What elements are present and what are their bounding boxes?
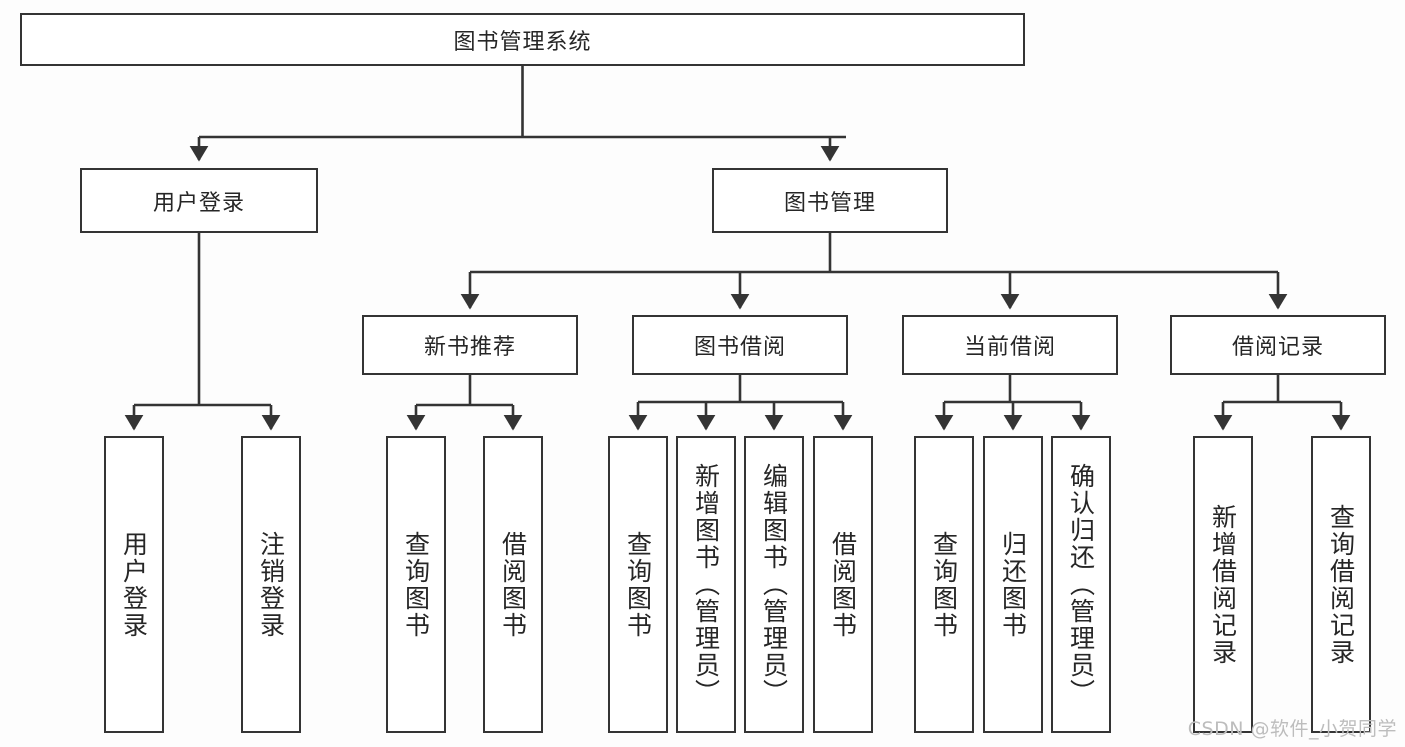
node-leaf-add-book[interactable]: 新增图书（管理员） [676,436,736,733]
node-leaf-edit-book[interactable]: 编辑图书（管理员） [744,436,804,733]
node-leaf-borrow-book-2-label: 借阅图书 [828,530,858,639]
node-leaf-user-login-label: 用户登录 [119,530,149,639]
node-leaf-borrow-book-1[interactable]: 借阅图书 [483,436,543,733]
node-leaf-user-login[interactable]: 用户登录 [104,436,164,733]
node-borrow-record[interactable]: 借阅记录 [1170,315,1386,375]
node-leaf-add-record[interactable]: 新增借阅记录 [1193,436,1253,733]
node-borrow-record-label: 借阅记录 [1231,335,1324,360]
node-leaf-confirm-return-label: 确认归还（管理员） [1066,463,1096,706]
node-user-login-label: 用户登录 [152,190,245,216]
node-leaf-return-book-label: 归还图书 [998,530,1028,639]
node-book-manage-label: 图书管理 [783,190,876,216]
node-book-borrow[interactable]: 图书借阅 [632,315,848,375]
node-leaf-user-logout[interactable]: 注销登录 [241,436,301,733]
node-user-login[interactable]: 用户登录 [80,168,318,233]
node-root-label: 图书管理系统 [453,29,592,55]
node-leaf-query-record-label: 查询借阅记录 [1326,503,1356,666]
node-leaf-query-book-1-label: 查询图书 [401,530,431,639]
node-leaf-query-book-2-label: 查询图书 [623,530,653,639]
node-leaf-query-book-1[interactable]: 查询图书 [386,436,446,733]
node-leaf-add-record-label: 新增借阅记录 [1208,503,1238,666]
node-root[interactable]: 图书管理系统 [20,13,1025,66]
node-new-book-recommend[interactable]: 新书推荐 [362,315,578,375]
node-leaf-edit-book-label: 编辑图书（管理员） [759,463,789,706]
node-leaf-query-record[interactable]: 查询借阅记录 [1311,436,1371,733]
node-leaf-borrow-book-2[interactable]: 借阅图书 [813,436,873,733]
node-leaf-confirm-return[interactable]: 确认归还（管理员） [1051,436,1111,733]
node-leaf-query-book-2[interactable]: 查询图书 [608,436,668,733]
node-leaf-user-logout-label: 注销登录 [256,530,286,639]
node-leaf-query-book-3-label: 查询图书 [929,530,959,639]
node-book-borrow-label: 图书借阅 [693,335,786,360]
node-current-borrow[interactable]: 当前借阅 [902,315,1118,375]
node-leaf-borrow-book-1-label: 借阅图书 [498,530,528,639]
node-leaf-query-book-3[interactable]: 查询图书 [914,436,974,733]
node-leaf-return-book[interactable]: 归还图书 [983,436,1043,733]
watermark: CSDN @软件_小贺同学 [1187,718,1397,740]
node-new-book-recommend-label: 新书推荐 [423,335,516,360]
node-leaf-add-book-label: 新增图书（管理员） [691,463,721,706]
node-book-manage[interactable]: 图书管理 [712,168,948,233]
node-current-borrow-label: 当前借阅 [963,335,1056,360]
